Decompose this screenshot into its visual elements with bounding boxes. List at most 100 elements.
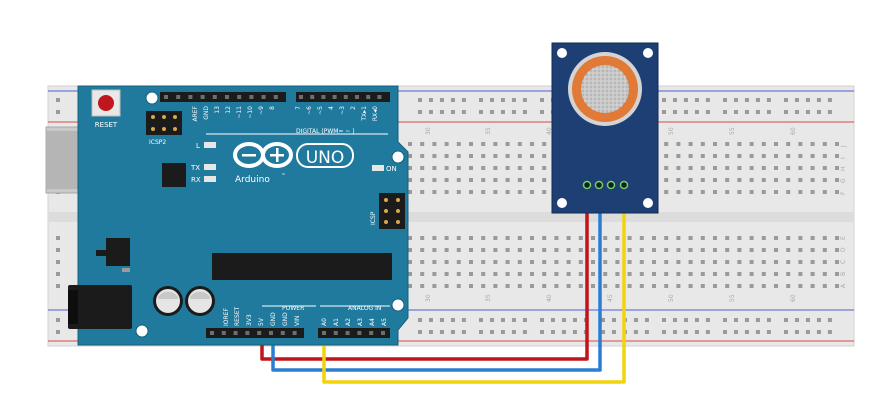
- breadboard-hole: [432, 178, 437, 182]
- breadboard-hole: [578, 248, 583, 252]
- breadboard-hole: [456, 166, 461, 170]
- breadboard-hole: [664, 236, 669, 240]
- breadboard-hole: [591, 236, 595, 240]
- breadboard-hole: [481, 248, 486, 252]
- sensor-pin[interactable]: [582, 180, 592, 190]
- breadboard-hole: [493, 178, 498, 182]
- breadboard-hole: [774, 236, 778, 240]
- breadboard-hole: [456, 260, 461, 264]
- rail-hole: [755, 98, 760, 102]
- uno-badge: [296, 143, 354, 168]
- breadboard-hole: [688, 154, 693, 158]
- sensor-pin[interactable]: [619, 180, 629, 190]
- mounting-hole: [135, 324, 149, 338]
- breadboard-hole: [676, 248, 681, 252]
- breadboard-hole: [444, 260, 449, 264]
- breadboard-hole: [737, 284, 742, 288]
- breadboard-hole: [432, 166, 437, 170]
- breadboard-hole: [493, 236, 498, 240]
- breadboard-hole: [725, 178, 730, 182]
- sensor-pin[interactable]: [594, 180, 604, 190]
- breadboard-hole: [517, 142, 522, 146]
- led-tx: [204, 164, 216, 170]
- digital-pin: [310, 95, 315, 99]
- icsp-header: [379, 193, 405, 229]
- breadboard-hole: [420, 260, 425, 264]
- digital-pin: [225, 95, 229, 99]
- rail-hole: [816, 330, 821, 334]
- reset-button-cap[interactable]: [98, 95, 114, 111]
- led-tx-label: TX: [190, 164, 200, 172]
- breadboard-hole: [700, 272, 705, 276]
- breadboard-hole: [786, 190, 791, 194]
- breadboard-hole: [725, 142, 730, 146]
- wire-a0[interactable]: [322, 185, 626, 384]
- pin-label: A1: [333, 318, 340, 326]
- rail-hole: [489, 98, 494, 102]
- sensor-pin[interactable]: [606, 180, 616, 190]
- digital-header-left: [160, 92, 286, 102]
- breadboard-hole: [664, 260, 669, 264]
- breadboard-hole: [530, 190, 534, 194]
- breadboard-hole: [822, 154, 827, 158]
- breadboard-hole: [835, 142, 839, 146]
- breadboard-hole: [713, 272, 717, 276]
- board-pcb: [77, 85, 409, 346]
- breadboard-hole: [725, 248, 730, 252]
- rail-hole: [572, 330, 577, 334]
- dc-power-jack: [68, 285, 132, 329]
- breadboard-hole: [517, 272, 522, 276]
- breadboard-hole: [798, 284, 803, 288]
- breadboard-hole: [408, 190, 412, 194]
- breadboard-hole: [408, 248, 412, 252]
- arduino-uno-board: RESET ICSP2 AREF GND 13 12 ~11 ~10 ~9 8 …: [45, 85, 409, 346]
- breadboard-hole: [505, 272, 510, 276]
- breadboard-hole: [688, 248, 693, 252]
- breadboard-hole: [627, 272, 632, 276]
- breadboard-hole: [517, 248, 522, 252]
- rail-hole: [683, 110, 688, 114]
- rail-hole: [805, 110, 810, 114]
- digital-label: DIGITAL (PWM= ~ ): [296, 128, 355, 135]
- breadboard-hole: [530, 248, 534, 252]
- col-num-bottom: 30: [425, 294, 432, 302]
- rail-hole: [479, 98, 483, 102]
- breadboard-hole: [469, 284, 473, 288]
- breadboard-hole: [786, 260, 791, 264]
- digital-pin: [212, 95, 217, 99]
- wire-gnd[interactable]: [271, 185, 602, 372]
- sensor-mesh-grid: [581, 65, 629, 113]
- breadboard-hole: [444, 190, 449, 194]
- breadboard-hole: [725, 154, 730, 158]
- breadboard-hole: [530, 284, 534, 288]
- mounting-hole: [391, 298, 405, 312]
- breadboard-hole: [700, 260, 705, 264]
- breadboard-hole: [493, 190, 498, 194]
- rail-hole: [450, 330, 455, 334]
- breadboard-hole: [456, 178, 461, 182]
- breadboard-hole: [810, 154, 815, 158]
- power-pin-holes: [210, 331, 297, 335]
- breadboard-hole: [505, 248, 510, 252]
- breadboard-hole: [749, 142, 754, 146]
- breadboard-hole: [456, 154, 461, 158]
- breadboard-hole: [481, 142, 486, 146]
- rail-hole: [766, 110, 771, 114]
- breadboard-hole: [56, 330, 60, 334]
- breadboard-hole: [761, 190, 766, 194]
- rail-hole: [439, 110, 444, 114]
- breadboard-hole: [761, 248, 766, 252]
- pin-label: A3: [357, 318, 364, 326]
- breadboard-hole: [749, 154, 754, 158]
- breadboard-hole: [749, 236, 754, 240]
- breadboard-hole: [652, 236, 656, 240]
- rail-hole: [511, 110, 516, 114]
- col-num-top: 30: [425, 127, 432, 135]
- breadboard-hole: [444, 166, 449, 170]
- rail-hole: [683, 330, 688, 334]
- breadboard-hole: [554, 236, 559, 240]
- digital-pin: [343, 95, 348, 99]
- pin-label: A5: [381, 318, 388, 326]
